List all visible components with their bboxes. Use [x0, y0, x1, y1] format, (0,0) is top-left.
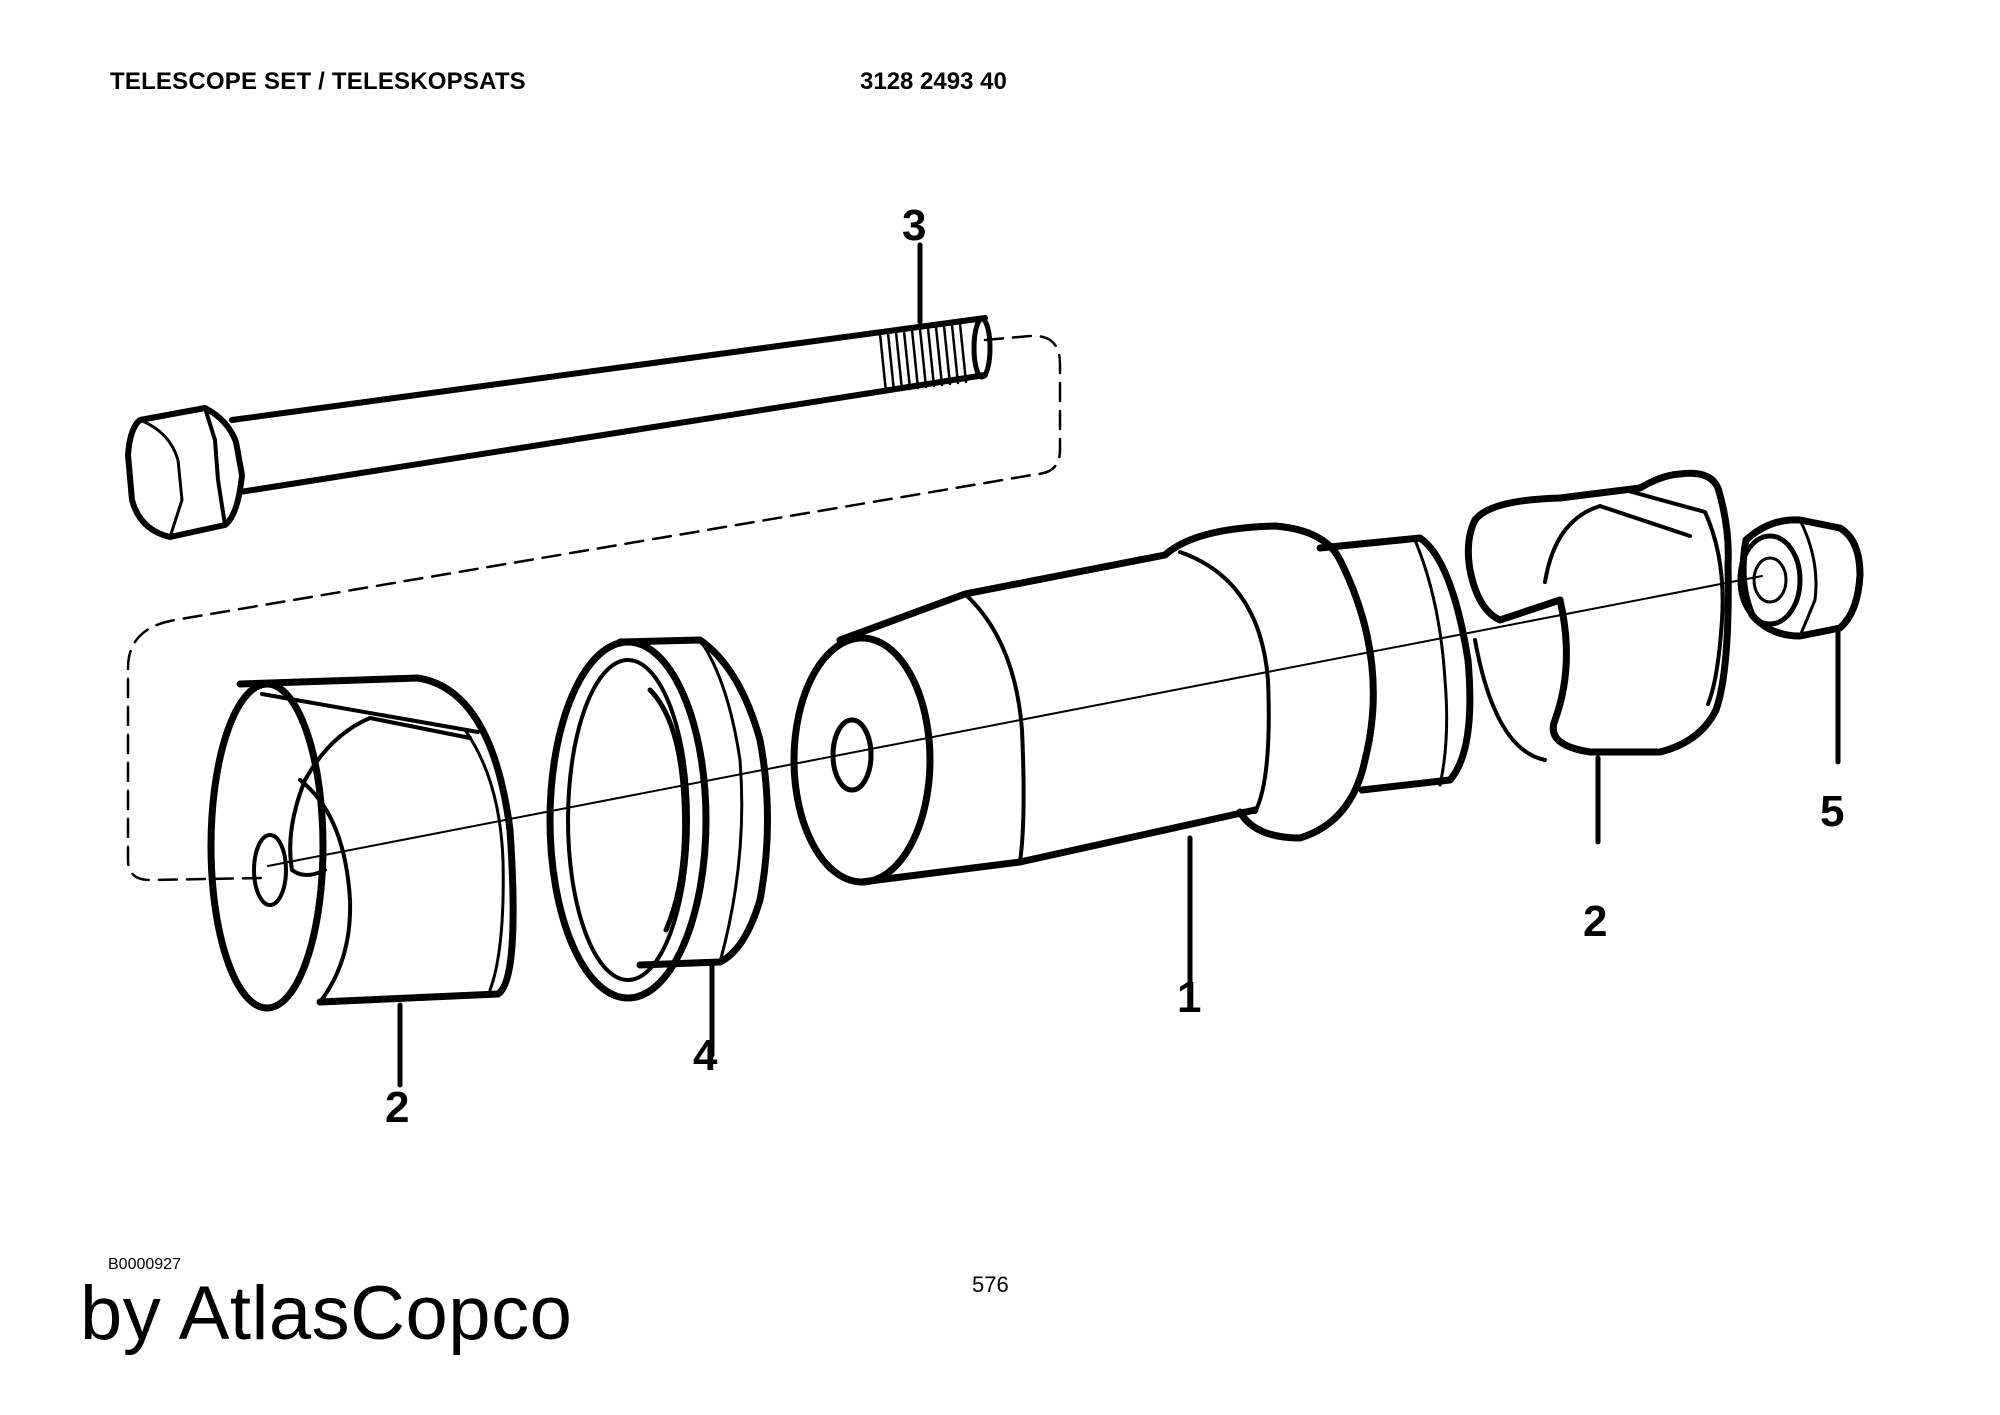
callout-5: 5 [1820, 787, 1844, 836]
part-number: 3128 2493 40 [860, 68, 1007, 95]
nut-part-5 [1737, 516, 1864, 765]
page-number: 576 [972, 1272, 1009, 1297]
bolt-part-3 [125, 242, 993, 540]
drawing-code: B0000927 [108, 1256, 181, 1273]
mandrel-part-1 [790, 522, 1474, 1003]
document-title: TELESCOPE SET / TELESKOPSATS [110, 68, 526, 95]
ring-part-4 [546, 636, 771, 1058]
callout-4: 4 [693, 1031, 718, 1080]
callout-1: 1 [1177, 973, 1201, 1022]
callout-2-left: 2 [385, 1083, 409, 1132]
sleeve-right-part-2 [1464, 469, 1732, 845]
callout-3: 3 [902, 201, 926, 250]
callout-2-right: 2 [1583, 897, 1607, 946]
sleeve-left-part-2 [207, 674, 517, 1088]
brand-text: by AtlasCopco [80, 1271, 573, 1356]
